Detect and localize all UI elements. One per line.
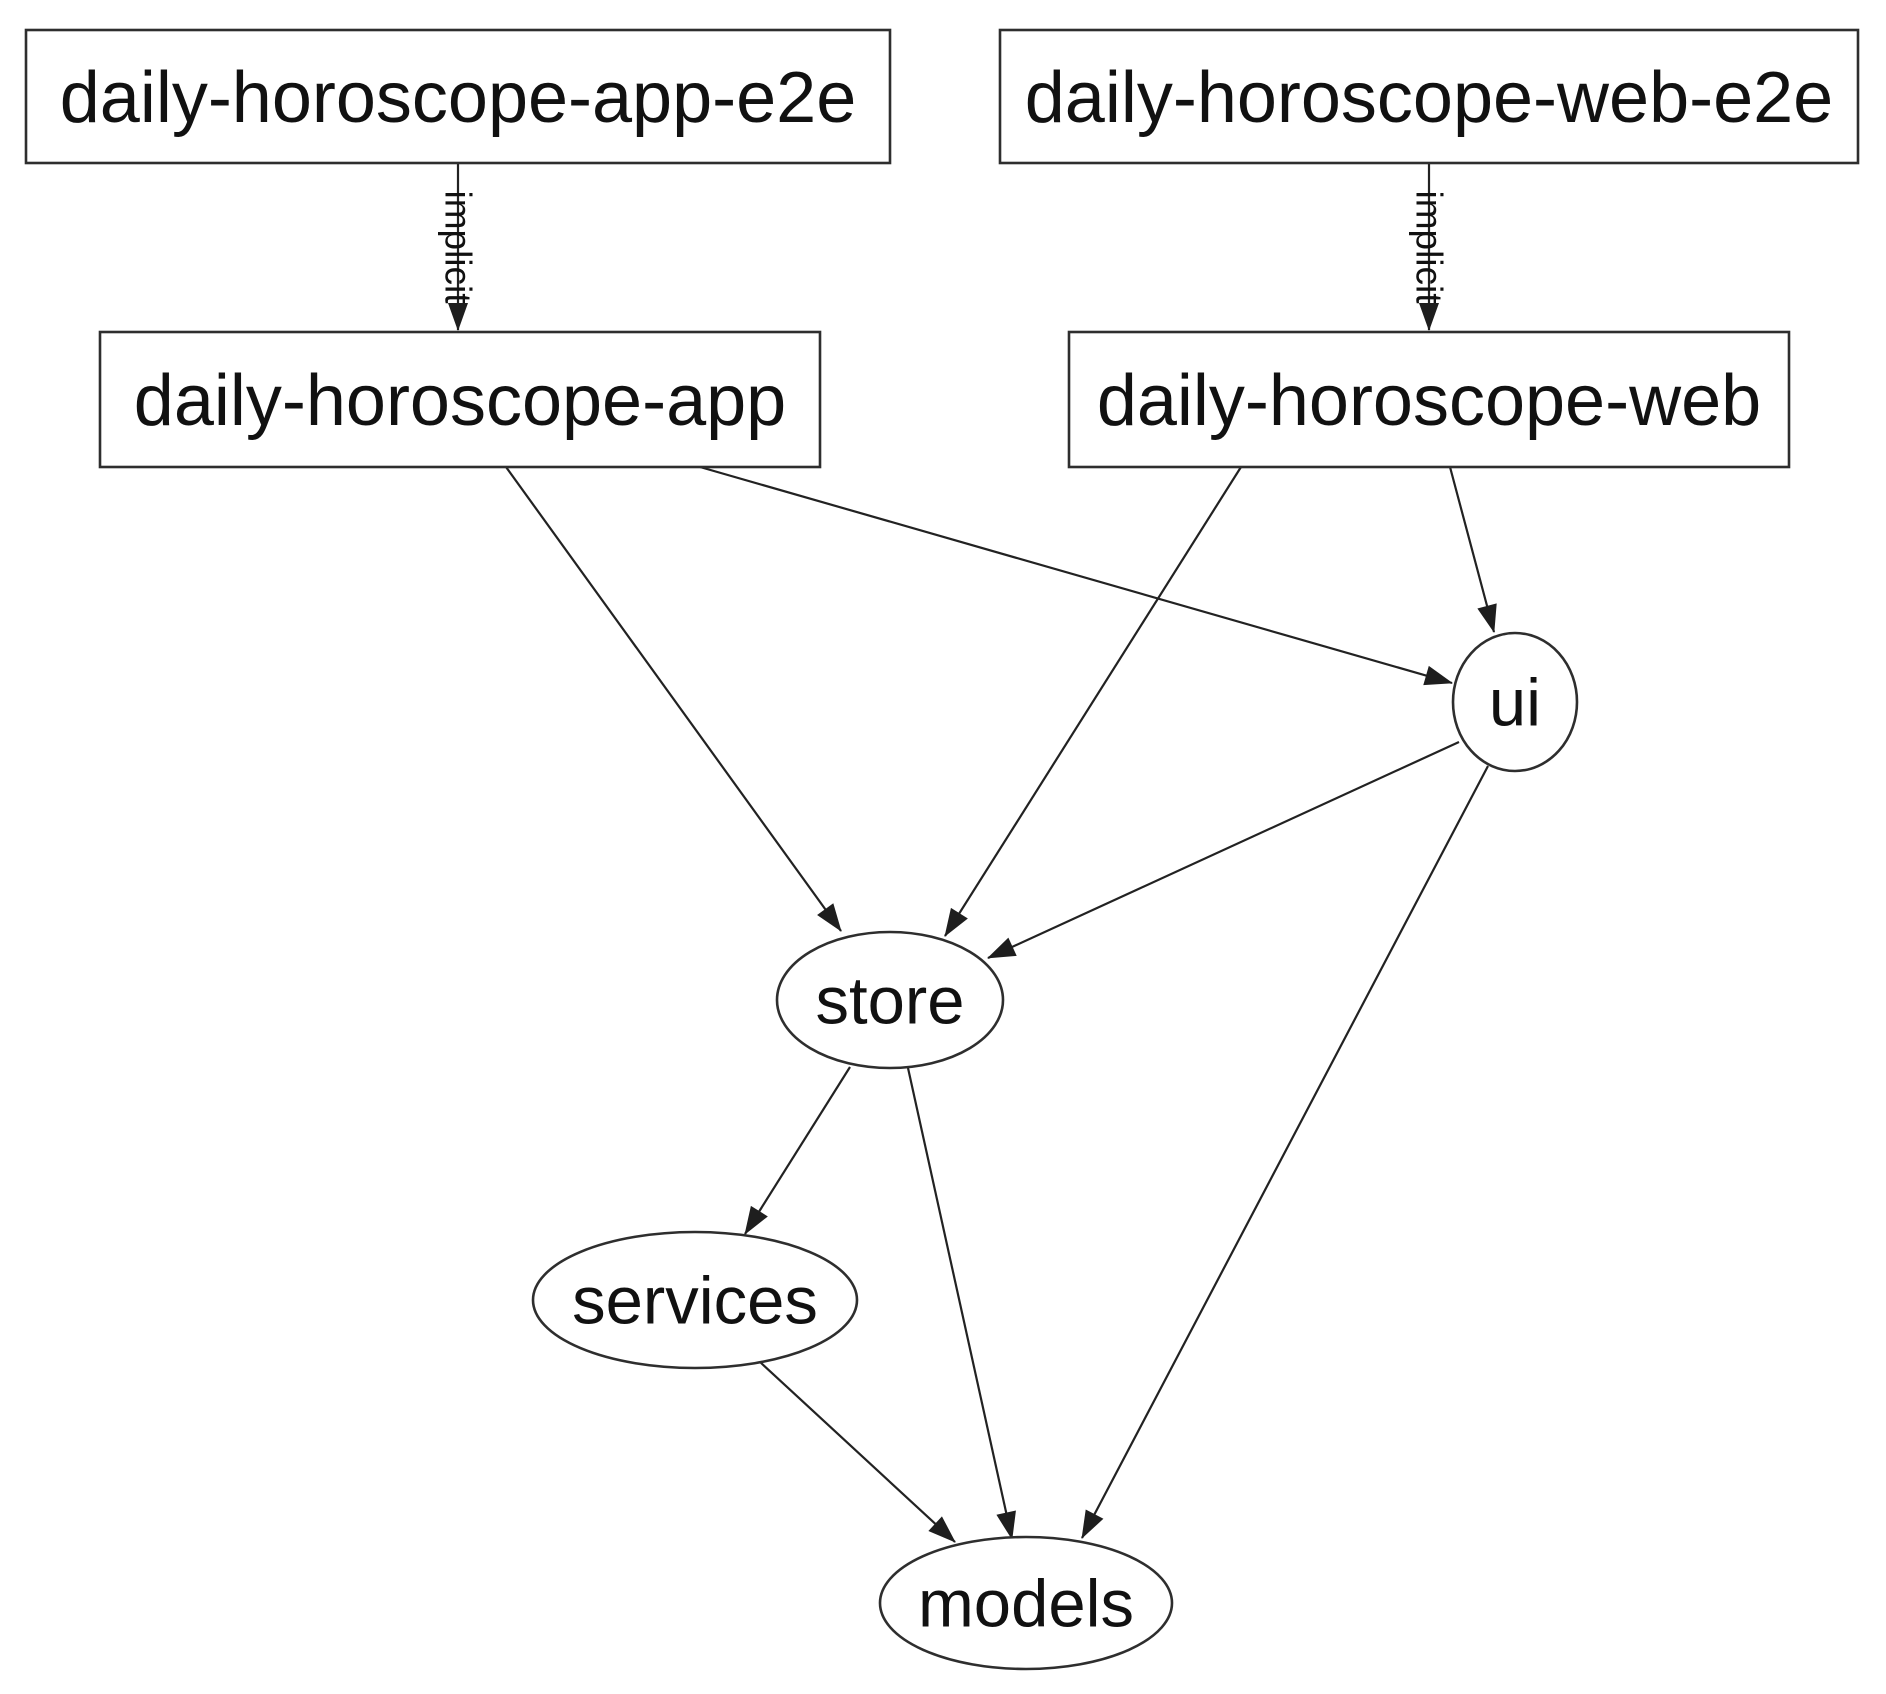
edge-ui-to-store bbox=[987, 741, 1460, 959]
node-daily-horoscope-app-shape[interactable] bbox=[98, 330, 822, 469]
node-daily-horoscope-web-e2e[interactable]: daily-horoscope-web-e2e bbox=[998, 28, 1860, 165]
node-daily-horoscope-app-label: daily-horoscope-app bbox=[134, 361, 786, 441]
node-services[interactable]: services bbox=[531, 1230, 859, 1370]
node-daily-horoscope-web[interactable]: daily-horoscope-web bbox=[1067, 330, 1791, 469]
node-daily-horoscope-app[interactable]: daily-horoscope-app bbox=[98, 330, 822, 469]
node-store[interactable]: store bbox=[775, 930, 1005, 1070]
edge-app-to-store bbox=[505, 466, 842, 932]
edge-ui-to-models bbox=[1081, 765, 1489, 1539]
node-daily-horoscope-app-e2e-shape[interactable] bbox=[24, 28, 892, 165]
node-models-label: models bbox=[918, 1567, 1134, 1642]
edge-web-to-ui bbox=[1448, 466, 1497, 633]
edge-web-e2e-to-web: implicit bbox=[1409, 163, 1450, 331]
node-daily-horoscope-web-label: daily-horoscope-web bbox=[1097, 361, 1761, 441]
node-store-label: store bbox=[816, 964, 965, 1039]
node-group: daily-horoscope-app-e2e daily-horoscope-… bbox=[24, 28, 1860, 1671]
edge-store-to-services bbox=[744, 1066, 851, 1235]
edge-web-to-store bbox=[944, 466, 1242, 937]
node-daily-horoscope-web-e2e-label: daily-horoscope-web-e2e bbox=[1025, 58, 1833, 138]
node-services-label: services bbox=[572, 1264, 818, 1339]
edge-label-implicit: implicit bbox=[438, 190, 479, 304]
node-daily-horoscope-app-e2e[interactable]: daily-horoscope-app-e2e bbox=[24, 28, 892, 165]
edge-app-e2e-to-app: implicit bbox=[438, 163, 479, 331]
edge-store-to-models bbox=[906, 1067, 1016, 1540]
edge-group: implicit implicit bbox=[438, 163, 1497, 1543]
node-daily-horoscope-web-e2e-shape[interactable] bbox=[998, 28, 1860, 165]
edge-label-implicit: implicit bbox=[1409, 190, 1450, 304]
edge-services-to-models bbox=[759, 1361, 956, 1543]
node-models[interactable]: models bbox=[878, 1535, 1174, 1671]
node-services-shape[interactable] bbox=[531, 1230, 859, 1370]
node-models-shape[interactable] bbox=[878, 1535, 1174, 1671]
node-daily-horoscope-web-shape[interactable] bbox=[1067, 330, 1791, 469]
node-daily-horoscope-app-e2e-label: daily-horoscope-app-e2e bbox=[60, 58, 857, 138]
edge-app-to-ui bbox=[699, 465, 1453, 686]
node-ui-label: ui bbox=[1489, 666, 1541, 741]
node-ui[interactable]: ui bbox=[1451, 631, 1579, 773]
node-ui-shape[interactable] bbox=[1451, 631, 1579, 773]
node-store-shape[interactable] bbox=[775, 930, 1005, 1070]
